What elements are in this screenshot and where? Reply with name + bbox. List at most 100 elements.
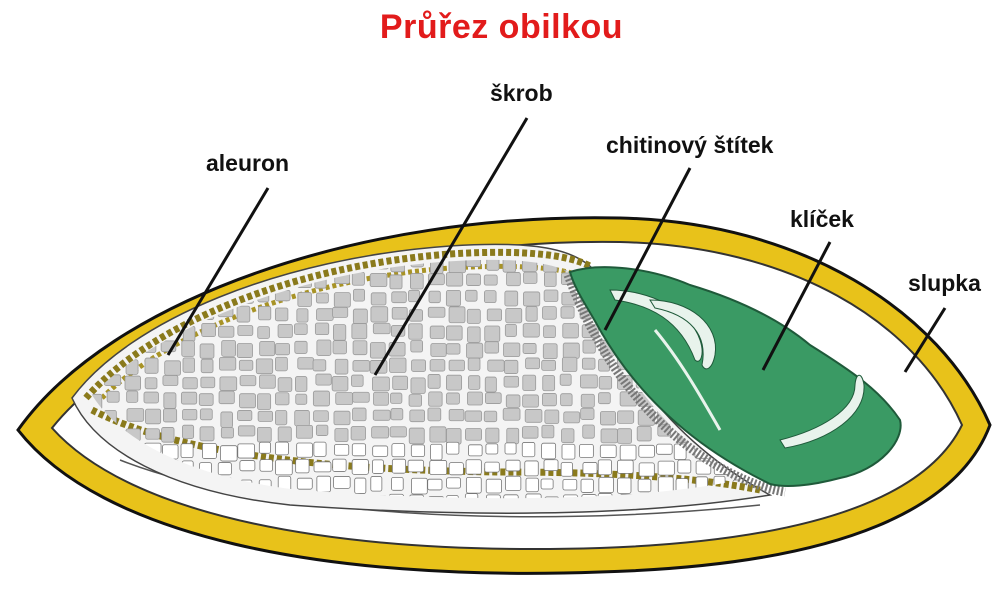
starch-cell — [275, 393, 289, 405]
starch-cell — [583, 425, 595, 438]
starch-cell — [430, 444, 442, 460]
starch-cell — [199, 394, 213, 406]
starch-cell — [392, 307, 407, 319]
starch-cell — [276, 460, 293, 475]
starch-cell — [200, 427, 214, 441]
starch-cell — [545, 410, 559, 423]
starch-cell — [580, 375, 597, 388]
starch-cell — [316, 374, 331, 385]
starch-cell — [143, 290, 159, 302]
starch-cell — [316, 293, 328, 303]
starch-cell — [125, 289, 139, 304]
starch-cell — [411, 478, 427, 494]
starch-cell — [466, 290, 477, 301]
starch-cell — [466, 460, 481, 474]
starch-cell — [542, 425, 554, 438]
label-klicek: klíček — [790, 206, 854, 233]
starch-cell — [411, 378, 425, 394]
starch-cell — [258, 327, 270, 339]
starch-cell — [275, 308, 288, 321]
starch-cell — [599, 377, 611, 390]
starch-cell — [429, 291, 440, 303]
starch-cell — [85, 290, 100, 302]
label-slupka: slupka — [908, 270, 981, 297]
starch-cell — [352, 444, 365, 456]
starch-cell — [238, 410, 252, 420]
starch-cell — [353, 361, 370, 372]
starch-cell — [446, 344, 460, 354]
starch-cell — [599, 359, 610, 371]
starch-cell — [411, 445, 424, 457]
starch-cell — [278, 324, 292, 337]
starch-cell — [275, 357, 287, 371]
starch-cell — [581, 408, 594, 419]
starch-cell — [260, 375, 276, 388]
starch-cell — [107, 391, 119, 402]
starch-cell — [504, 376, 519, 387]
starch-cell — [639, 463, 654, 476]
starch-cell — [297, 443, 313, 457]
starch-cell — [336, 393, 353, 405]
starch-cell — [505, 291, 518, 306]
starch-cell — [467, 392, 482, 405]
starch-cell — [334, 293, 350, 308]
starch-cell — [220, 446, 237, 461]
starch-cell — [218, 463, 231, 475]
starch-cell — [526, 306, 537, 321]
starch-cell — [183, 378, 197, 389]
starch-cell — [505, 476, 520, 490]
starch-cell — [446, 375, 461, 390]
starch-cell — [563, 324, 579, 338]
starch-cell — [297, 309, 308, 322]
starch-cell — [353, 392, 370, 402]
starch-cell — [257, 394, 270, 410]
starch-cell — [220, 377, 237, 391]
starch-cell — [317, 476, 331, 492]
starch-cell — [412, 360, 426, 372]
starch-cell — [372, 460, 383, 474]
starch-cell — [145, 358, 158, 373]
starch-cell — [127, 391, 138, 402]
starch-cell — [523, 343, 536, 353]
starch-cell — [353, 289, 364, 301]
starch-cell — [678, 460, 691, 473]
starch-cell — [504, 343, 520, 357]
starch-cell — [295, 410, 310, 426]
starch-cell — [467, 343, 483, 358]
starch-cell — [486, 479, 501, 493]
starch-cell — [258, 306, 270, 319]
starch-cell — [125, 376, 141, 390]
starch-cell — [583, 462, 597, 473]
starch-cell — [335, 428, 348, 441]
starch-cell — [258, 411, 273, 421]
starch-cell — [428, 307, 445, 317]
starch-cell — [449, 409, 464, 420]
starch-cell — [335, 359, 348, 374]
starch-cell — [162, 427, 174, 442]
starch-cell — [145, 409, 160, 424]
starch-cell — [144, 256, 159, 266]
starch-cell — [104, 308, 117, 322]
starch-cell — [316, 425, 328, 435]
starch-cell — [221, 412, 233, 428]
starch-cell — [163, 409, 176, 422]
starch-cell — [355, 478, 366, 493]
starch-cell — [581, 394, 594, 407]
starch-cell — [428, 408, 441, 421]
starch-cell — [240, 461, 255, 471]
starch-cell — [86, 273, 101, 287]
starch-cell — [523, 324, 539, 337]
starch-cell — [409, 324, 423, 340]
starch-cell — [488, 360, 504, 371]
starch-cell — [351, 375, 363, 386]
starch-cell — [352, 272, 364, 285]
starch-cell — [525, 461, 538, 476]
starch-cell — [314, 462, 331, 472]
starch-cell — [238, 444, 255, 458]
starch-cell — [563, 479, 577, 490]
starch-cell — [390, 427, 406, 437]
starch-cell — [374, 392, 389, 405]
starch-cell — [163, 375, 178, 385]
starch-cell — [543, 307, 557, 320]
